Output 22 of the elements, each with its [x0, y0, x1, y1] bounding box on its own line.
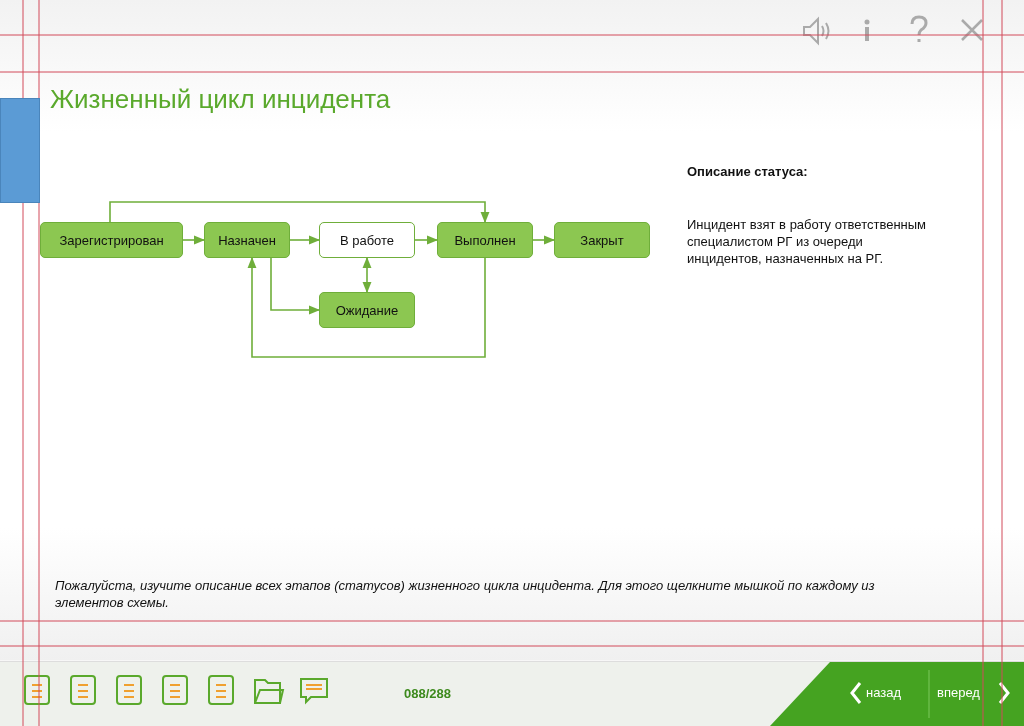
arrow — [414, 235, 439, 245]
forward-link: вперед — [937, 685, 980, 702]
page-counter: 088/288 — [404, 686, 451, 703]
status-box: Зарегистрирован — [40, 222, 183, 258]
status-box: Ожидание — [319, 292, 415, 328]
status-box: Назначен — [204, 222, 290, 258]
arrow — [270, 257, 321, 315]
arrow — [532, 235, 556, 245]
arrow — [362, 256, 372, 294]
section-heading: Описание статуса: — [687, 164, 808, 181]
back-link: назад — [866, 685, 902, 702]
title: Жизненный цикл инцидента — [50, 84, 391, 115]
status-description: Инцидент взят в работу ответственным специалистом РГ из очереди инцидентов, назначенных на РГ. — [687, 217, 927, 268]
arrow — [289, 235, 321, 245]
instruction-text: Пожалуйста, изучите описание всех этапов (статусов) жизненного цикла инцидента. Для этого щелкните мышкой по каждому из элементов схемы. — [55, 578, 876, 612]
status-box: В работе — [319, 222, 415, 258]
arrow — [182, 235, 206, 245]
status-box: Закрыт — [554, 222, 650, 258]
arrow — [109, 201, 490, 224]
status-box: Выполнен — [437, 222, 533, 258]
side-tab — [0, 98, 40, 203]
arrow — [247, 256, 486, 358]
